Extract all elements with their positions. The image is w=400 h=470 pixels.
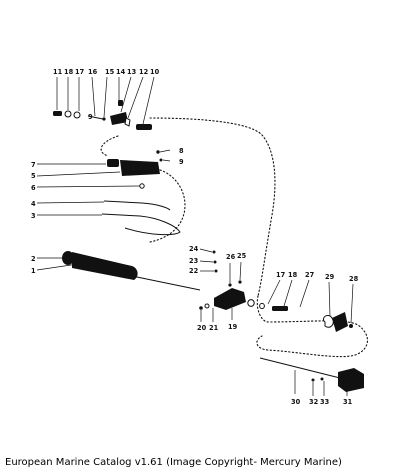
part-13-clip [124, 117, 131, 127]
callout-12: 12 [139, 68, 149, 76]
part-1-handle-rod [131, 275, 201, 291]
callout-21: 21 [209, 324, 219, 332]
part-15-bracket [118, 100, 123, 106]
part-2-end-cap [62, 251, 74, 265]
cable-routing-path-upper [149, 117, 276, 297]
leader-lines [36, 76, 354, 396]
callout-11: 11 [53, 68, 63, 76]
part-14-anchor-block [110, 112, 128, 125]
cable-routing-path-mid [149, 169, 186, 243]
callout-27: 27 [305, 271, 315, 279]
part-17-washer [73, 111, 81, 119]
callout-29: 29 [325, 273, 335, 281]
callout-14: 14 [116, 68, 126, 76]
part-23-screw [213, 260, 217, 264]
part-29-body [332, 312, 348, 332]
part-11-sleeve [53, 111, 62, 116]
part-31-end-fitting [338, 368, 364, 392]
part-10-grip [136, 124, 152, 130]
callout-25: 25 [237, 252, 247, 260]
part-28-nut [349, 324, 353, 328]
callout-9: 9 [179, 158, 184, 166]
part-19-block [214, 288, 246, 310]
callout-17: 17 [75, 68, 85, 76]
part-32-screw [311, 378, 315, 382]
callout-20: 20 [197, 324, 207, 332]
part-21-washer [204, 303, 210, 309]
callout-15: 15 [105, 68, 115, 76]
part-18-washer [64, 110, 72, 118]
part-26-pin [228, 283, 232, 287]
part-4-cable [103, 200, 171, 211]
part-8-screw [156, 150, 160, 154]
cable-routing-path-lower [256, 295, 368, 358]
callout-17b: 17 [276, 271, 286, 279]
callout-4: 4 [31, 200, 36, 208]
callout-23: 23 [189, 257, 199, 265]
part-27-sleeve [272, 306, 288, 311]
part-3-cable [101, 213, 181, 236]
part-18b-washer [247, 299, 255, 307]
callout-30: 30 [291, 398, 301, 406]
part-25-pin [238, 280, 242, 284]
callout-2: 2 [31, 255, 36, 263]
part-30-rod [259, 357, 341, 379]
image-caption: European Marine Catalog v1.61 (Image Cop… [5, 457, 342, 468]
callout-1: 1 [31, 267, 36, 275]
callout-13: 13 [127, 68, 137, 76]
callout-16: 16 [88, 68, 98, 76]
callout-8: 8 [179, 147, 184, 155]
part-5-housing [120, 160, 160, 176]
callout-19: 19 [228, 323, 238, 331]
part-33-screw [320, 377, 324, 381]
callout-18b: 18 [288, 271, 298, 279]
callout-18: 18 [64, 68, 74, 76]
part-24-screw [212, 250, 216, 254]
callout-6: 6 [31, 184, 36, 192]
part-9-small-screw [102, 117, 106, 121]
callout-31: 31 [343, 398, 353, 406]
part-1-handle-tube [72, 252, 138, 280]
callout-7: 7 [31, 161, 36, 169]
part-6-washer [139, 183, 145, 189]
callout-33: 33 [320, 398, 330, 406]
callout-26: 26 [226, 253, 236, 261]
part-16-pin [87, 115, 104, 120]
callout-28: 28 [349, 275, 359, 283]
part-17b-washer [259, 302, 265, 310]
part-20-screw [199, 306, 203, 310]
callout-10: 10 [150, 68, 160, 76]
part-22-screw [214, 269, 218, 273]
part-7-cap [107, 159, 119, 167]
callout-3: 3 [31, 212, 36, 220]
cable-routing-path-left [100, 135, 119, 157]
callout-5: 5 [31, 172, 36, 180]
part-9-screw [159, 158, 163, 162]
callout-32: 32 [309, 398, 319, 406]
callout-9-upper: 9 [88, 113, 93, 121]
callout-24: 24 [189, 245, 199, 253]
callout-22: 22 [189, 267, 199, 275]
part-29-spring [322, 315, 334, 328]
